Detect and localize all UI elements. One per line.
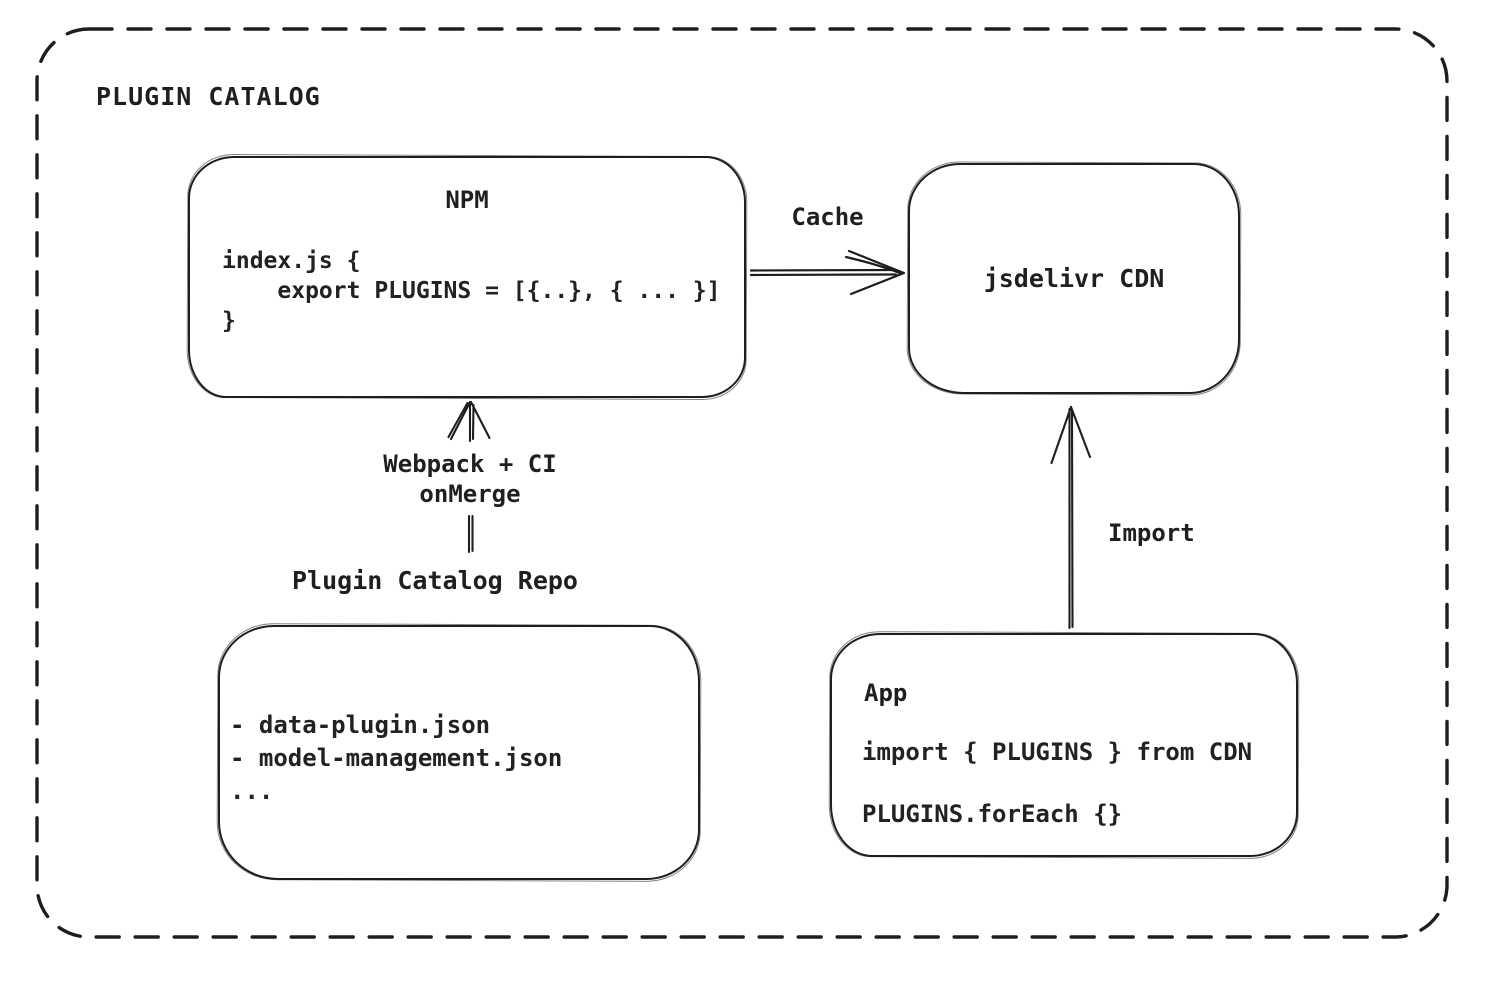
app-node-title: App	[864, 679, 908, 707]
build-edge-label: Webpack + CI onMerge	[383, 450, 557, 508]
app-node: App import { PLUGINS } from CDN PLUGINS.…	[830, 633, 1298, 857]
npm-code-snippet: index.js { export PLUGINS = [{..}, { ...…	[222, 248, 721, 334]
npm-node-title: NPM	[445, 186, 489, 214]
cache-arrow	[749, 249, 906, 296]
cdn-node-label: jsdelivr CDN	[983, 264, 1165, 293]
repo-file-list: - data-plugin.json - model-management.js…	[230, 711, 563, 805]
npm-node: NPM index.js { export PLUGINS = [{..}, {…	[188, 156, 746, 398]
app-import-line: import { PLUGINS } from CDN	[862, 738, 1253, 766]
import-edge-label: Import	[1108, 519, 1195, 547]
repo-node: - data-plugin.json - model-management.js…	[218, 625, 700, 880]
import-arrow	[1050, 405, 1092, 630]
app-foreach-line: PLUGINS.forEach {}	[862, 800, 1123, 828]
cdn-node: jsdelivr CDN	[908, 163, 1240, 394]
cache-edge-label: Cache	[791, 203, 864, 231]
diagram-title: PLUGIN CATALOG	[96, 82, 321, 111]
repo-node-label: Plugin Catalog Repo	[292, 566, 578, 595]
